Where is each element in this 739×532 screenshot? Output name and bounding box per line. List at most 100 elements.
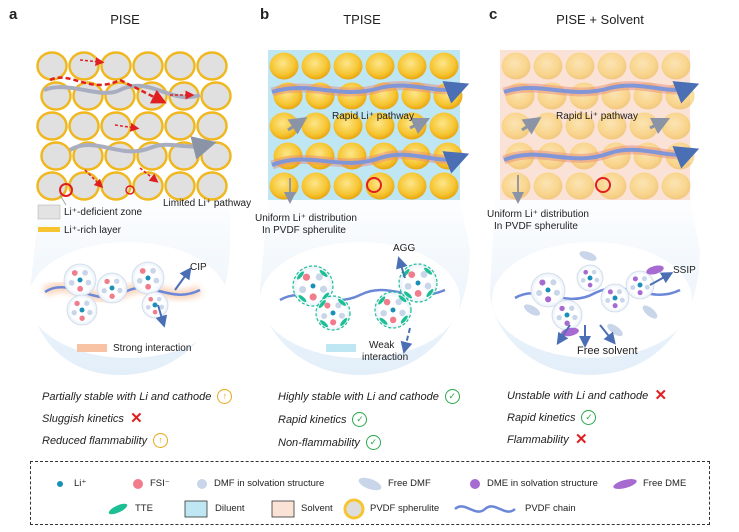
spherulite <box>132 171 164 201</box>
solvent-molecule <box>641 276 647 282</box>
spherulite <box>100 51 132 81</box>
spherulite <box>164 51 196 81</box>
tte-molecule <box>337 298 346 306</box>
ssip-clusters <box>523 251 664 337</box>
li-ion <box>310 283 316 289</box>
solvent-molecule <box>580 277 586 283</box>
legend-free-dmf-glyph <box>358 477 382 491</box>
li-ion <box>415 280 421 286</box>
spherulite <box>429 112 459 140</box>
spherulite <box>36 111 68 141</box>
spherulite <box>196 171 228 201</box>
solvent-molecule <box>298 285 307 294</box>
solvent-molecule <box>101 287 107 294</box>
zoom-marker-a2 <box>125 185 135 195</box>
strong-interaction-label: Strong interaction <box>113 343 192 354</box>
spherulite <box>597 112 627 140</box>
spherulite <box>333 52 363 80</box>
panel-title-a: PISE <box>110 12 140 27</box>
li-ion <box>145 275 151 281</box>
tte-molecule <box>298 295 307 303</box>
legend-pvdf-chain-glyph <box>454 505 516 513</box>
agg-clusters <box>292 263 438 331</box>
spherulite <box>365 112 395 140</box>
spherulite <box>72 81 104 111</box>
li-arrow-4 <box>84 169 104 189</box>
solvent-molecule <box>383 298 391 306</box>
solvent-molecule <box>607 289 613 295</box>
spherulite <box>533 172 563 200</box>
strong-interaction-swatch <box>77 344 107 352</box>
properties-b: Highly stable with Li and cathode✓ Rapid… <box>278 389 460 450</box>
li-ion <box>152 302 158 308</box>
property-b-3: Non-flammability✓ <box>278 435 460 450</box>
solvent-molecule <box>399 309 406 317</box>
agg-label: AGG <box>393 243 416 254</box>
check-circle-icon: ✓ <box>581 410 597 425</box>
rapid-pathway-label-b: Rapid Li⁺ pathway <box>332 111 414 122</box>
weak-interaction-line2: interaction <box>362 352 409 363</box>
spherulite <box>661 112 691 140</box>
solvent-molecule <box>309 293 317 301</box>
cross-icon: ✕ <box>574 431 588 448</box>
solvent-molecule <box>71 270 78 276</box>
panel-letter-c: c <box>489 6 498 23</box>
free-solvent-molecule <box>523 304 541 316</box>
li-deficient-swatch <box>37 204 61 220</box>
spherulite <box>629 172 659 200</box>
rapid-pathway-label-c: Rapid Li⁺ pathway <box>556 111 638 122</box>
tte-molecule <box>426 289 434 298</box>
spherulite <box>429 52 459 80</box>
solvent-molecule <box>395 298 402 306</box>
solvent-molecule <box>82 269 88 276</box>
property-b-1: Highly stable with Li and cathode✓ <box>278 389 460 404</box>
li-ion <box>637 282 643 288</box>
small-arrow-b2 <box>409 117 431 135</box>
legend-diluent-glyph <box>184 500 208 518</box>
li-ion <box>545 287 551 293</box>
spherulite <box>661 52 691 80</box>
tte-molecule <box>400 315 408 324</box>
spherulite <box>269 52 299 80</box>
li-rich-swatch <box>38 227 60 232</box>
legend-box <box>30 461 710 525</box>
tte-molecule <box>322 292 330 301</box>
cross-icon: ✕ <box>130 410 143 427</box>
solvent-molecule <box>587 282 593 288</box>
cip-clusters <box>63 261 169 326</box>
spherulite <box>333 112 363 140</box>
solvent-molecule <box>159 304 165 310</box>
solvent-molecule <box>148 296 154 302</box>
solvent-molecule <box>572 314 578 321</box>
distribution-line2-c: In PVDF spherulite <box>494 221 578 232</box>
spherulite <box>397 52 427 80</box>
property-b-2: Rapid kinetics✓ <box>278 412 460 427</box>
solvent-molecule <box>404 282 412 290</box>
distribution-line2-b: In PVDF spherulite <box>262 225 346 236</box>
zoom-marker-a1 <box>59 183 73 197</box>
solvent-molecule <box>79 315 85 321</box>
spherulite <box>629 52 659 80</box>
free-solvent-arrow-3 <box>556 324 571 345</box>
free-solvent-label: Free solvent <box>577 345 638 357</box>
spherulite <box>301 52 331 80</box>
spherulite <box>565 52 595 80</box>
spherulite <box>40 141 72 171</box>
li-ion <box>330 310 336 316</box>
solvent-molecule <box>338 312 345 319</box>
spherulite <box>164 111 196 141</box>
li-arrow-5 <box>139 167 159 183</box>
spherulite <box>397 172 427 200</box>
solvent-molecule <box>136 277 143 284</box>
solvent-molecule <box>335 302 342 309</box>
legend-free-dme: Free DME <box>643 478 687 489</box>
solvent-molecule <box>71 309 77 316</box>
property-c-3: Flammability✕ <box>507 431 588 448</box>
solvent-molecule <box>414 290 422 297</box>
weak-arrow <box>400 327 413 354</box>
spherulite <box>597 172 627 200</box>
spherulite <box>68 171 100 201</box>
solvent-molecule <box>74 300 80 307</box>
li-ion <box>587 275 593 281</box>
tte-molecule <box>318 300 326 309</box>
